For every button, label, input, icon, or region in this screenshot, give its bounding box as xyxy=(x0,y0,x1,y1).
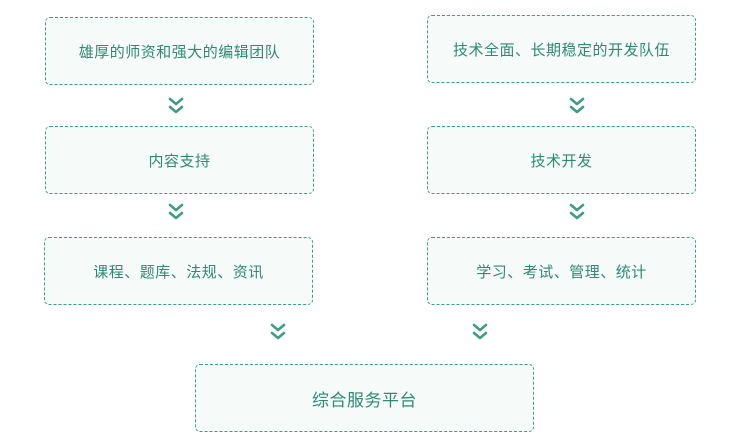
double-chevron-down-icon xyxy=(568,97,586,115)
double-chevron-down-icon xyxy=(471,323,489,341)
content-support-label: 内容支持 xyxy=(148,151,211,170)
platform-label: 综合服务平台 xyxy=(312,390,417,411)
tech-development-label: 技术开发 xyxy=(530,151,593,170)
tech-items-box: 学习、考试、管理、统计 xyxy=(427,237,696,305)
right-team-label: 技术全面、长期稳定的开发队伍 xyxy=(452,40,670,59)
right-team-box: 技术全面、长期稳定的开发队伍 xyxy=(427,15,696,83)
double-chevron-down-icon xyxy=(167,97,185,115)
content-items-label: 课程、题库、法规、资讯 xyxy=(93,262,264,281)
tech-items-label: 学习、考试、管理、统计 xyxy=(476,262,647,281)
double-chevron-down-icon xyxy=(167,203,185,221)
content-support-box: 内容支持 xyxy=(45,126,314,194)
content-items-box: 课程、题库、法规、资讯 xyxy=(44,237,313,305)
platform-box: 综合服务平台 xyxy=(195,364,534,432)
double-chevron-down-icon xyxy=(568,203,586,221)
left-team-label: 雄厚的师资和强大的编辑团队 xyxy=(78,42,281,61)
double-chevron-down-icon xyxy=(269,323,287,341)
tech-development-box: 技术开发 xyxy=(427,126,696,194)
left-team-box: 雄厚的师资和强大的编辑团队 xyxy=(45,17,314,85)
